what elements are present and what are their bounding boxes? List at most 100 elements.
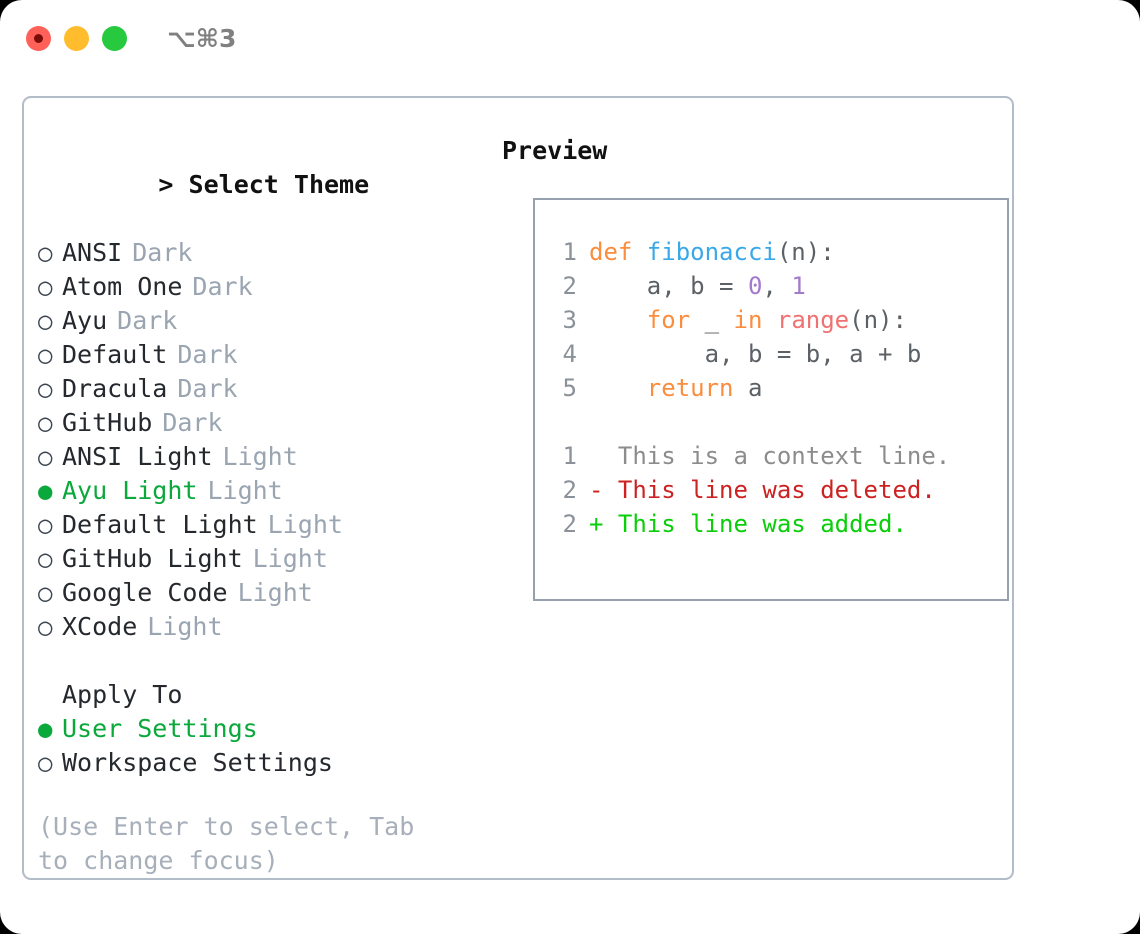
diff-line: 1 This is a context line. bbox=[551, 439, 951, 473]
radio-unselected-icon: ○ bbox=[38, 579, 53, 607]
theme-option-tag: Dark bbox=[177, 340, 238, 369]
keyboard-shortcut-label: ⌥⌘3 bbox=[167, 24, 237, 53]
theme-option-row[interactable]: ○ Default Dark bbox=[38, 338, 498, 372]
radio-unselected-icon: ○ bbox=[38, 749, 53, 777]
code-token bbox=[589, 374, 647, 402]
theme-option-label: Ayu Light bbox=[62, 476, 198, 505]
code-token: 0 bbox=[747, 272, 763, 300]
prompt-caret-icon: > bbox=[158, 170, 174, 199]
theme-option-label: ANSI bbox=[62, 238, 123, 267]
preview-title: Preview bbox=[502, 136, 608, 165]
radio-unselected-icon: ○ bbox=[38, 375, 53, 403]
theme-option-label: Google Code bbox=[62, 578, 228, 607]
theme-option-row[interactable]: ○ Default Light Light bbox=[38, 508, 498, 542]
theme-option-tag: Dark bbox=[132, 238, 193, 267]
theme-option-tag: Light bbox=[237, 578, 313, 607]
code-token: for bbox=[646, 306, 691, 334]
apply-to-option-label: User Settings bbox=[62, 714, 258, 743]
radio-unselected-icon: ○ bbox=[38, 511, 53, 539]
code-token: def bbox=[589, 238, 647, 266]
code-token: , bbox=[762, 272, 792, 300]
code-line: 5 return a bbox=[551, 371, 950, 405]
radio-unselected-icon: ○ bbox=[38, 307, 53, 335]
diff-line: 2+ This line was added. bbox=[551, 507, 950, 541]
apply-to-option-row[interactable]: ●User Settings bbox=[38, 712, 498, 746]
theme-option-label: Default bbox=[62, 340, 168, 369]
radio-selected-icon: ● bbox=[38, 477, 53, 505]
theme-option-tag: Light bbox=[207, 476, 283, 505]
theme-option-label: Ayu bbox=[62, 306, 108, 335]
code-token: _ bbox=[690, 306, 734, 334]
theme-option-label: XCode bbox=[62, 612, 138, 641]
theme-option-tag: Light bbox=[222, 442, 298, 471]
code-token: in bbox=[733, 306, 763, 334]
radio-unselected-icon: ○ bbox=[38, 545, 53, 573]
code-line: 3 for _ in range(n): bbox=[551, 303, 950, 337]
apply-to-title: Apply To bbox=[62, 680, 183, 709]
diff-line: 2- This line was deleted. bbox=[551, 473, 950, 507]
theme-option-row[interactable]: ● Ayu Light Light bbox=[38, 474, 498, 508]
keyboard-hint-text: (Use Enter to select, Tab to change focu… bbox=[38, 812, 415, 875]
code-blank-line bbox=[551, 405, 950, 439]
code-token: a bbox=[733, 374, 763, 402]
theme-option-label: Atom One bbox=[62, 272, 183, 301]
code-token: 1 bbox=[791, 272, 806, 300]
code-token: fibonacci bbox=[646, 238, 777, 266]
code-token: (n): bbox=[849, 306, 907, 334]
title-bar: ⌥⌘3 bbox=[0, 0, 1140, 78]
code-token: a, b = b, a + b bbox=[589, 340, 922, 368]
code-token: return bbox=[646, 374, 734, 402]
list-spacer bbox=[38, 644, 498, 678]
radio-unselected-icon: ○ bbox=[38, 409, 53, 437]
theme-option-tag: Dark bbox=[117, 306, 178, 335]
diff-line-number: 1 bbox=[562, 442, 577, 470]
maximize-button-icon[interactable] bbox=[102, 26, 127, 51]
theme-option-label: GitHub Light bbox=[62, 544, 243, 573]
theme-option-tag: Light bbox=[252, 544, 328, 573]
code-token bbox=[589, 306, 647, 334]
code-token bbox=[762, 306, 776, 334]
apply-to-option-row[interactable]: ○ Workspace Settings bbox=[38, 746, 498, 780]
diff-line-text: This line was added. bbox=[617, 510, 907, 538]
theme-option-tag: Dark bbox=[162, 408, 223, 437]
diff-line-number: 2 bbox=[562, 476, 577, 504]
code-line: 1 def fibonacci(n): bbox=[551, 235, 950, 269]
apply-to-option-label: Workspace Settings bbox=[62, 748, 333, 777]
theme-option-tag: Light bbox=[147, 612, 223, 641]
minimize-button-icon[interactable] bbox=[64, 26, 89, 51]
diff-line-number: 2 bbox=[562, 510, 577, 538]
theme-option-tag: Light bbox=[267, 510, 343, 539]
page-title-text: Select Theme bbox=[188, 170, 370, 199]
code-line-number: 1 bbox=[562, 238, 577, 266]
theme-option-row[interactable]: ○ GitHub Light Light bbox=[38, 542, 498, 576]
diff-marker: - bbox=[589, 476, 618, 504]
theme-option-tag: Dark bbox=[177, 374, 238, 403]
radio-unselected-icon: ○ bbox=[38, 341, 53, 369]
theme-option-tag: Dark bbox=[192, 272, 253, 301]
page-title: > Select Theme bbox=[38, 134, 498, 236]
close-button-icon[interactable] bbox=[26, 26, 51, 51]
traffic-lights bbox=[26, 26, 127, 51]
diff-marker bbox=[589, 442, 618, 470]
code-line: 4 a, b = b, a + b bbox=[551, 337, 950, 371]
theme-option-row[interactable]: ○ Ayu Dark bbox=[38, 304, 498, 338]
apply-to-list: ●User Settings ○ Workspace Settings bbox=[38, 712, 498, 780]
radio-unselected-icon: ○ bbox=[38, 443, 53, 471]
code-line: 2 a, b = 0, 1 bbox=[551, 269, 950, 303]
theme-option-label: Default Light bbox=[62, 510, 258, 539]
theme-option-row[interactable]: ○ Google Code Light bbox=[38, 576, 498, 610]
code-token: (n): bbox=[776, 238, 835, 266]
